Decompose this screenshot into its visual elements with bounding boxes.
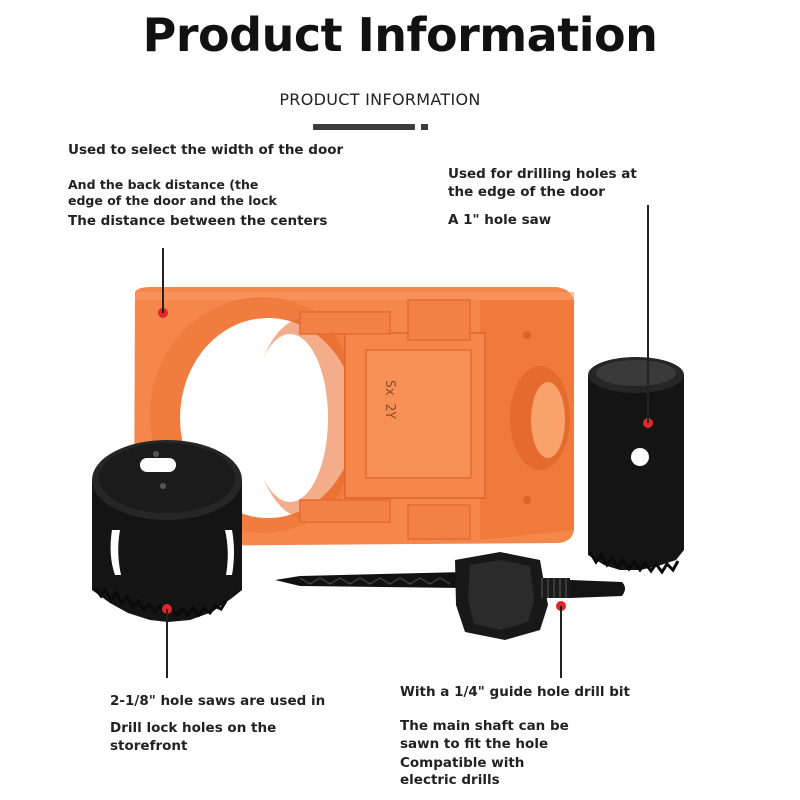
- door-width-line3: The distance between the centers: [68, 213, 328, 229]
- section-subtitle: PRODUCT INFORMATION: [279, 90, 481, 109]
- jig-engraving: Sx 2Y: [382, 380, 397, 419]
- page-title: Product Information: [142, 8, 658, 62]
- door-width-line2b: edge of the door and the lock: [68, 193, 277, 208]
- hole-saw-line2: Drill lock holes on the: [110, 720, 277, 736]
- edge-drill-line1: Used for drilling holes at: [448, 166, 637, 182]
- drill-bit-line5: electric drills: [400, 772, 500, 788]
- small-hole-saw: [588, 357, 684, 575]
- divider-dot: [421, 124, 428, 130]
- drill-bit-line4: Compatible with: [400, 755, 525, 771]
- large-hole-saw: [92, 440, 242, 622]
- drill-bit-line1: With a 1/4" guide hole drill bit: [400, 684, 630, 700]
- edge-drill-line2: the edge of the door: [448, 184, 605, 200]
- hole-saw-line3: storefront: [110, 738, 188, 754]
- drill-bit-line3: sawn to fit the hole: [400, 736, 549, 752]
- door-width-line1: Used to select the width of the door: [68, 142, 344, 158]
- drill-bit-line2: The main shaft can be: [400, 718, 569, 734]
- hole-saw-line1: 2-1/8" hole saws are used in: [110, 693, 326, 709]
- divider-bar: [313, 124, 415, 130]
- door-width-line2a: And the back distance (the: [68, 177, 259, 192]
- drill-bit-arbor: [275, 552, 625, 640]
- door-lock-jig: [134, 287, 574, 546]
- edge-drill-line3: A 1" hole saw: [448, 212, 552, 228]
